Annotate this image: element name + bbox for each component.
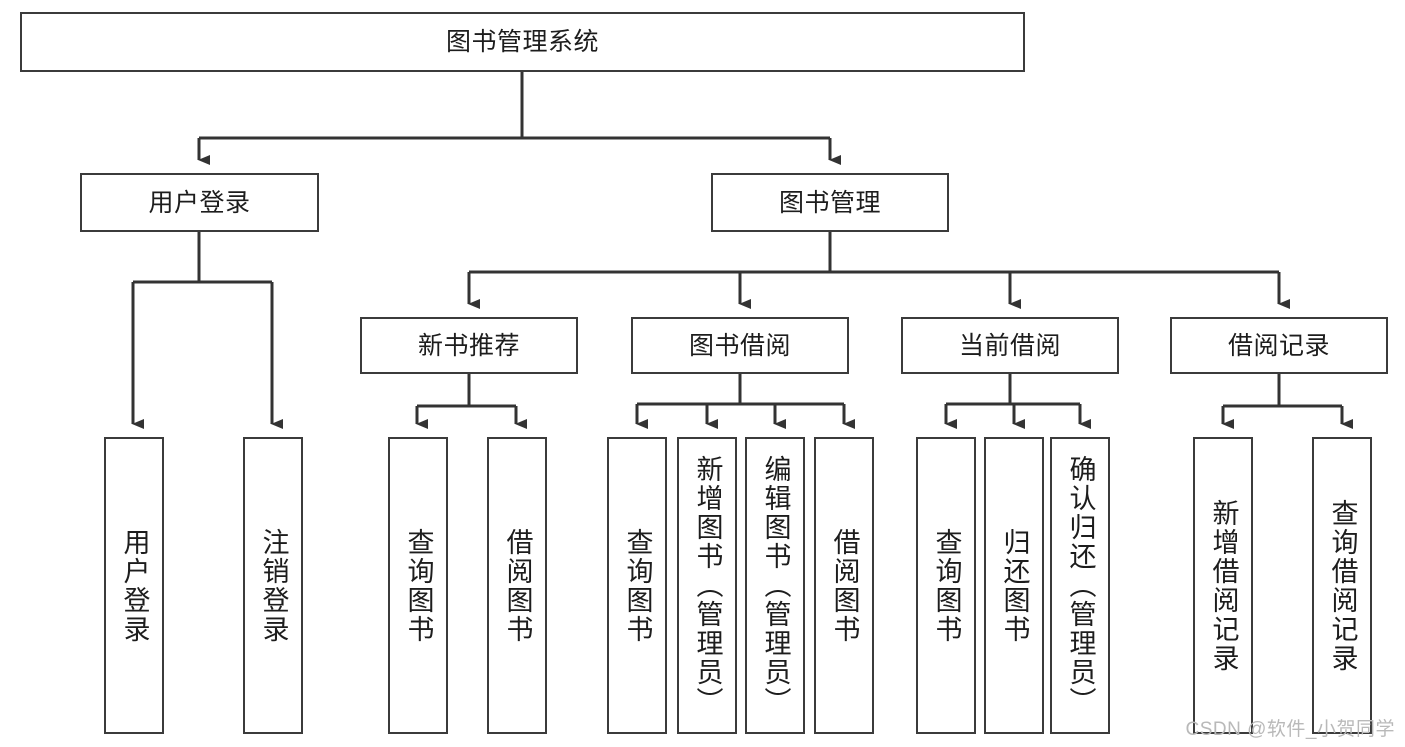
node-leaf-query-book-2[interactable]: 查询图书 <box>607 437 667 734</box>
node-leaf-add-book-label: 新增图书（管理员） <box>692 455 723 716</box>
node-leaf-logout-label: 注销登录 <box>258 527 289 644</box>
node-book-manage[interactable]: 图书管理 <box>711 173 949 232</box>
node-book-manage-label: 图书管理 <box>778 188 881 217</box>
node-current-borrow-label: 当前借阅 <box>958 331 1061 360</box>
node-borrow-record[interactable]: 借阅记录 <box>1170 317 1388 374</box>
node-leaf-borrow-book-2-label: 借阅图书 <box>829 527 860 644</box>
node-leaf-query-record[interactable]: 查询借阅记录 <box>1312 437 1372 734</box>
node-user-login[interactable]: 用户登录 <box>80 173 319 232</box>
node-leaf-add-book[interactable]: 新增图书（管理员） <box>677 437 737 734</box>
node-leaf-logout[interactable]: 注销登录 <box>243 437 303 734</box>
node-leaf-add-record-label: 新增借阅记录 <box>1208 498 1239 673</box>
node-leaf-return-book-label: 归还图书 <box>999 527 1030 644</box>
node-leaf-user-login[interactable]: 用户登录 <box>104 437 164 734</box>
node-new-book-recommend[interactable]: 新书推荐 <box>360 317 578 374</box>
node-book-borrow[interactable]: 图书借阅 <box>631 317 849 374</box>
node-current-borrow[interactable]: 当前借阅 <box>901 317 1119 374</box>
node-leaf-borrow-book-2[interactable]: 借阅图书 <box>814 437 874 734</box>
node-leaf-borrow-book-1[interactable]: 借阅图书 <box>487 437 547 734</box>
node-leaf-query-record-label: 查询借阅记录 <box>1327 498 1358 673</box>
node-leaf-borrow-book-1-label: 借阅图书 <box>502 527 533 644</box>
node-leaf-add-record[interactable]: 新增借阅记录 <box>1193 437 1253 734</box>
node-leaf-query-book-1-label: 查询图书 <box>403 527 434 644</box>
watermark: CSDN @软件_小贺同学 <box>1185 719 1395 740</box>
node-borrow-record-label: 借阅记录 <box>1227 331 1330 360</box>
node-new-book-recommend-label: 新书推荐 <box>417 331 520 360</box>
node-root[interactable]: 图书管理系统 <box>20 12 1025 72</box>
node-leaf-edit-book-label: 编辑图书（管理员） <box>760 455 791 716</box>
node-leaf-query-book-1[interactable]: 查询图书 <box>388 437 448 734</box>
node-user-login-label: 用户登录 <box>148 188 251 217</box>
node-root-label: 图书管理系统 <box>445 28 599 56</box>
node-leaf-query-book-2-label: 查询图书 <box>622 527 653 644</box>
node-leaf-confirm-return-label: 确认归还（管理员） <box>1065 455 1096 716</box>
node-book-borrow-label: 图书借阅 <box>688 331 791 360</box>
node-leaf-return-book[interactable]: 归还图书 <box>984 437 1044 734</box>
node-leaf-query-book-3-label: 查询图书 <box>931 527 962 644</box>
node-leaf-edit-book[interactable]: 编辑图书（管理员） <box>745 437 805 734</box>
node-leaf-query-book-3[interactable]: 查询图书 <box>916 437 976 734</box>
node-leaf-user-login-label: 用户登录 <box>119 527 150 644</box>
node-leaf-confirm-return[interactable]: 确认归还（管理员） <box>1050 437 1110 734</box>
